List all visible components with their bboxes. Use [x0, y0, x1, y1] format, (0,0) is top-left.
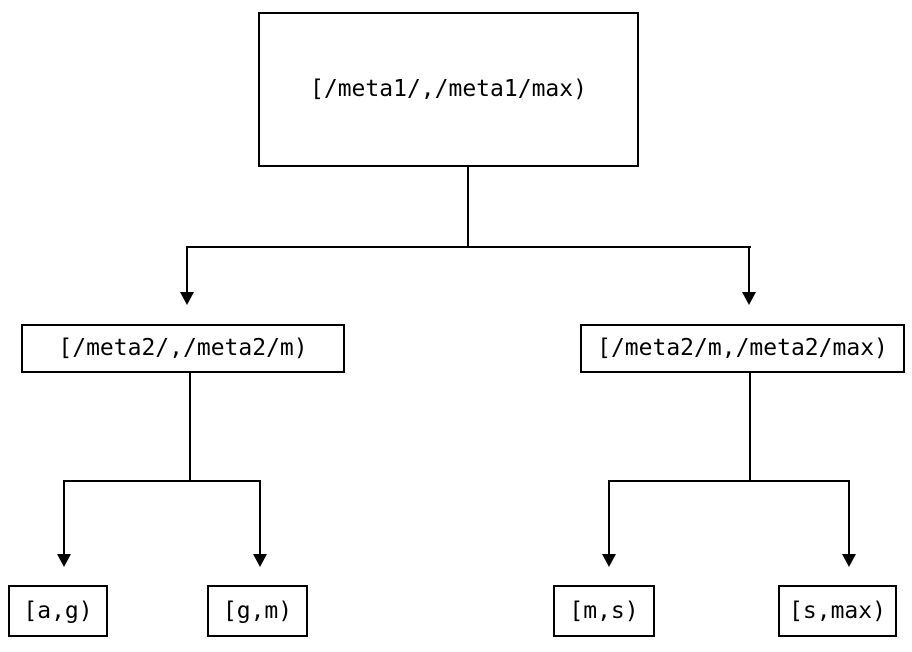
- node-level2-left-label: [/meta2/,/meta2/m): [58, 335, 308, 361]
- arrowhead-down-icon-leaf-1: [57, 554, 71, 567]
- node-leaf-2: [g,m): [207, 585, 308, 637]
- node-leaf-2-label: [g,m): [222, 597, 293, 624]
- node-leaf-4-label: [s,max): [789, 597, 886, 624]
- edge-to-leaf-3-drop: [608, 480, 610, 555]
- edge-root-to-level2-right-drop: [748, 246, 750, 293]
- edge-root-to-level2-left-drop: [186, 246, 188, 293]
- edge-root-bar: [187, 246, 751, 248]
- node-level2-right: [/meta2/m,/meta2/max): [580, 324, 905, 373]
- edge-level2-left-stem: [189, 373, 191, 482]
- arrowhead-down-icon-leaf-4: [842, 554, 856, 567]
- edge-root-stem: [467, 167, 469, 248]
- arrowhead-down-icon-leaf-2: [253, 554, 267, 567]
- edge-level2-right-bar: [609, 480, 850, 482]
- node-level2-left: [/meta2/,/meta2/m): [21, 324, 345, 373]
- node-leaf-3: [m,s): [553, 585, 655, 637]
- node-root-label: [/meta1/,/meta1/max): [310, 76, 587, 102]
- node-leaf-3-label: [m,s): [569, 597, 639, 624]
- arrowhead-down-icon-level2-left: [180, 292, 194, 305]
- edge-to-leaf-2-drop: [259, 480, 261, 555]
- edge-level2-right-stem: [749, 373, 751, 482]
- arrowhead-down-icon-leaf-3: [602, 554, 616, 567]
- edge-to-leaf-4-drop: [848, 480, 850, 555]
- node-leaf-1-label: [a,g): [23, 597, 93, 624]
- edge-level2-left-bar: [64, 480, 261, 482]
- node-leaf-1: [a,g): [8, 585, 108, 637]
- arrowhead-down-icon-level2-right: [742, 292, 756, 305]
- node-root: [/meta1/,/meta1/max): [258, 12, 639, 167]
- edge-to-leaf-1-drop: [63, 480, 65, 555]
- node-leaf-4: [s,max): [778, 585, 897, 637]
- node-level2-right-label: [/meta2/m,/meta2/max): [597, 335, 888, 361]
